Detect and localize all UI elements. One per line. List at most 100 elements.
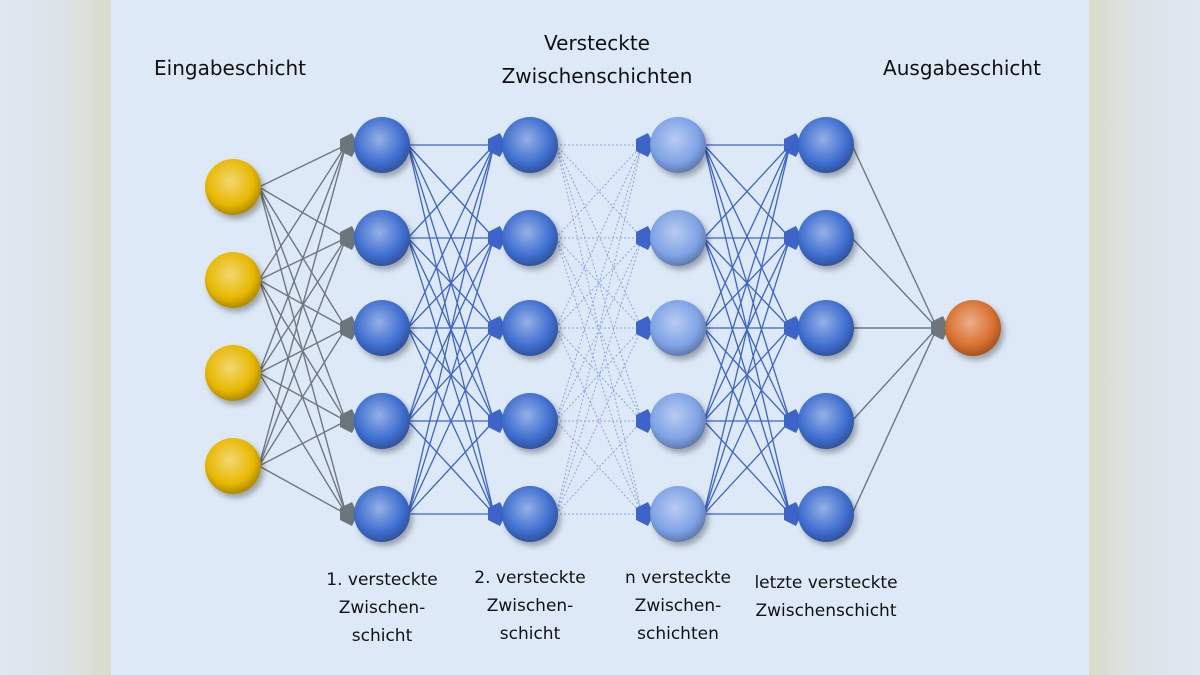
connection-line	[555, 327, 643, 422]
hidden-2-neuron	[502, 486, 558, 542]
hidden-n-neuron	[650, 117, 706, 173]
label-line: schicht	[351, 626, 413, 646]
label-line: Zwischen-	[486, 596, 574, 616]
connection-line	[555, 144, 643, 239]
connection-line	[258, 144, 347, 374]
arrowhead-icon	[784, 409, 802, 433]
arrowhead-icon	[784, 133, 802, 157]
label-hidden-layer-2: 2. versteckte Zwischen- schicht	[474, 564, 585, 648]
connection-line	[555, 420, 643, 515]
hidden-1-neuron	[354, 300, 410, 356]
label-line: Zwischen-	[338, 598, 426, 618]
hidden-n-neuron	[650, 300, 706, 356]
hidden-2-neuron	[502, 210, 558, 266]
label-line: letzte versteckte	[754, 573, 898, 593]
hidden-last-neuron	[798, 486, 854, 542]
label-line: Zwischenschicht	[755, 601, 897, 621]
connection-line	[703, 144, 791, 515]
connection-line	[851, 237, 938, 329]
arrowhead-icon	[488, 133, 506, 157]
input-neuron	[205, 252, 261, 308]
label-line: schicht	[499, 624, 561, 644]
arrowhead-icon	[636, 133, 654, 157]
hidden-last-neuron	[798, 210, 854, 266]
arrowhead-icon	[340, 502, 358, 526]
arrowhead-icon	[340, 316, 358, 340]
connection-line	[703, 144, 791, 329]
connection-line	[555, 144, 643, 515]
arrowhead-icon	[931, 316, 949, 340]
hidden-2-neuron	[502, 300, 558, 356]
connection-line	[407, 144, 495, 329]
connection-line	[407, 144, 495, 422]
output-neuron	[945, 300, 1001, 356]
arrowhead-icon	[784, 316, 802, 340]
connection-line	[555, 327, 643, 422]
hidden-1-neuron	[354, 210, 410, 266]
connection-line	[258, 420, 347, 467]
arrowhead-icon	[636, 226, 654, 250]
arrowhead-icon	[636, 316, 654, 340]
connection-line	[258, 144, 347, 467]
connection-line	[258, 327, 347, 467]
hidden-1-neuron	[354, 393, 410, 449]
connection-line	[555, 420, 643, 515]
connection-line	[407, 237, 495, 515]
hidden-last-neuron	[798, 393, 854, 449]
connection-line	[555, 237, 643, 329]
title-hidden-line2: Zwischenschichten	[501, 64, 693, 88]
connection-line	[555, 144, 643, 329]
label-line: 2. versteckte	[474, 568, 586, 588]
title-input-layer: Eingabeschicht	[154, 56, 306, 80]
arrowhead-icon	[488, 502, 506, 526]
label-line: schichten	[637, 624, 719, 644]
connection-line	[851, 144, 938, 329]
connection-line	[258, 465, 347, 515]
hidden-n-neuron	[650, 393, 706, 449]
connection-line	[555, 144, 643, 422]
connection-line	[258, 237, 347, 467]
blurred-background-left	[0, 0, 111, 675]
label-line: Zwischen-	[634, 596, 722, 616]
hidden-last-neuron	[798, 117, 854, 173]
connection-line	[555, 144, 643, 239]
input-neuron	[205, 345, 261, 401]
connection-line	[703, 144, 791, 422]
title-hidden-line1: Versteckte	[544, 31, 650, 55]
hidden-1-neuron	[354, 486, 410, 542]
blurred-background-right	[1089, 0, 1200, 675]
hidden-2-neuron	[502, 393, 558, 449]
hidden-2-neuron	[502, 117, 558, 173]
title-output-layer: Ausgabeschicht	[883, 56, 1041, 80]
input-neuron	[205, 438, 261, 494]
label-line: 1. versteckte	[326, 570, 438, 590]
arrowhead-icon	[636, 409, 654, 433]
connection-line	[407, 144, 495, 239]
hidden-last-neuron	[798, 300, 854, 356]
connection-line	[703, 327, 791, 515]
label-hidden-layer-last: letzte versteckte Zwischenschicht	[754, 569, 897, 625]
arrowhead-icon	[340, 133, 358, 157]
hidden-1-neuron	[354, 117, 410, 173]
connection-line	[703, 237, 791, 515]
connection-line	[555, 237, 643, 329]
arrowhead-icon	[636, 502, 654, 526]
input-neuron	[205, 159, 261, 215]
hidden-n-neuron	[650, 486, 706, 542]
arrowhead-icon	[340, 226, 358, 250]
label-hidden-layer-1: 1. versteckte Zwischen- schicht	[326, 566, 437, 650]
connection-line	[258, 144, 347, 281]
hidden-n-neuron	[650, 210, 706, 266]
arrowhead-icon	[488, 316, 506, 340]
connection-line	[407, 420, 495, 515]
connection-line	[555, 237, 643, 515]
arrowhead-icon	[488, 226, 506, 250]
connection-line	[703, 144, 791, 239]
connection-line	[851, 327, 938, 422]
arrowhead-icon	[488, 409, 506, 433]
connection-line	[851, 327, 938, 515]
label-line: n versteckte	[625, 568, 731, 588]
arrowhead-icon	[784, 502, 802, 526]
diagram-panel	[111, 0, 1089, 675]
